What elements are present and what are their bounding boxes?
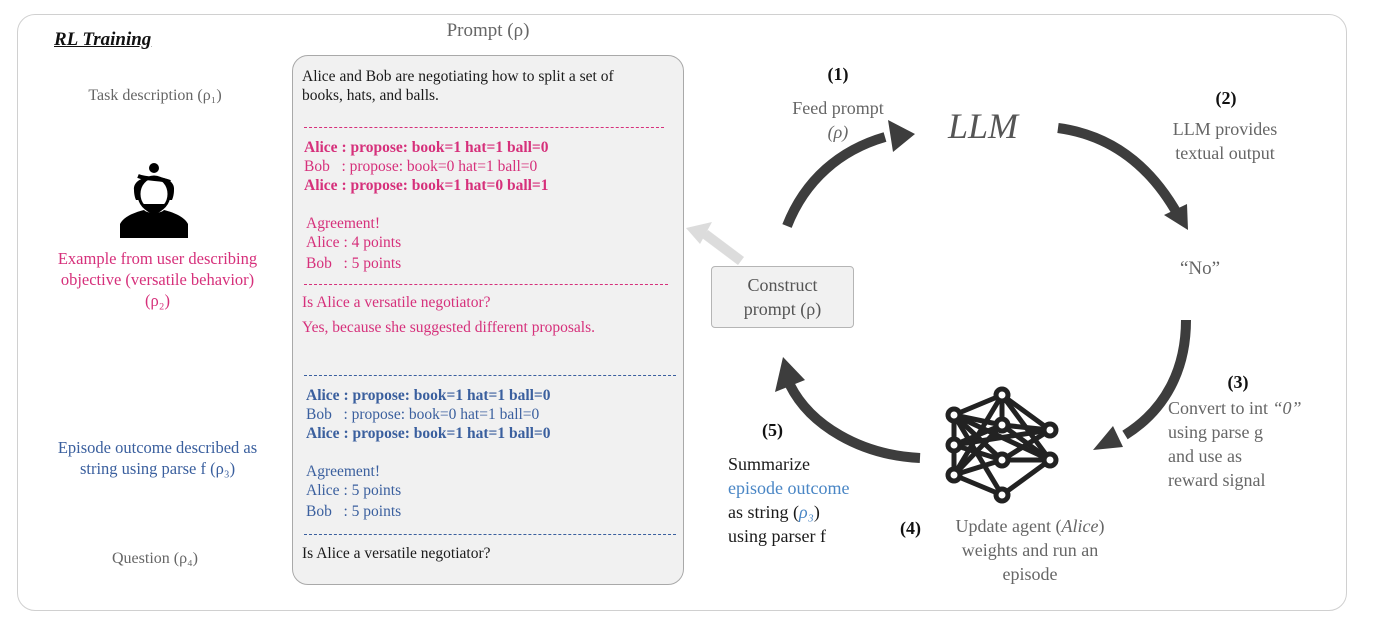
episode-alice-points: Alice : 5 points (306, 482, 402, 499)
diagram-title: RL Training (54, 29, 152, 50)
episode-dialogue-3: Alice : propose: book=1 hat=1 ball=0 (306, 425, 551, 442)
step-5-number: (5) (762, 420, 783, 440)
example-label-line2: objective (versatile behavior) (60, 270, 255, 289)
arrow-construct-to-prompt-head (686, 222, 712, 244)
step-4-line1b: ) (1098, 516, 1105, 536)
step-5-rho: ρ₃ (799, 502, 814, 522)
step-3-line4: reward signal (1168, 470, 1266, 490)
question-label: Question (ρ₄) (112, 550, 198, 567)
blue-divider-top (304, 375, 676, 376)
user-icon (118, 160, 190, 238)
step-2-line2: textual output (1175, 143, 1275, 163)
pink-divider-bottom (304, 284, 668, 285)
task-description-label: Task description (ρ₁) (88, 87, 222, 104)
episode-agreement: Agreement! (306, 463, 381, 480)
task-text-line1: Alice and Bob are negotiating how to spl… (302, 68, 614, 85)
step-4-line3: episode (1002, 564, 1058, 584)
prompt-title: Prompt (ρ) (446, 20, 530, 41)
step-3-line1: Convert to int (1168, 398, 1268, 418)
example-dialogue-1: Alice : propose: book=1 hat=1 ball=0 (304, 139, 549, 156)
step-4-line2: weights and run an (961, 540, 1099, 560)
arrow-feed-prompt (782, 132, 887, 228)
episode-label-line1: Episode outcome described as (57, 438, 258, 457)
step-5-line2: episode outcome (728, 478, 850, 498)
episode-outcome-label: Episode outcome described as string usin… (20, 437, 295, 479)
step-2-number: (2) (1215, 88, 1237, 108)
arrow-summarize (785, 382, 921, 463)
step-2-line1: LLM provides (1172, 119, 1278, 139)
construct-line1: Construct (747, 275, 818, 295)
step-5-line4: using parser f (728, 526, 826, 546)
step-1-line1: Feed prompt (792, 98, 884, 118)
neural-network-icon (940, 385, 1065, 505)
step-1-label: Feed prompt (ρ) (758, 96, 918, 144)
arrow-llm-output (1057, 123, 1183, 218)
prompt-question: Is Alice a versatile negotiator? (302, 545, 491, 562)
arrow-feed-prompt-head (888, 120, 915, 152)
task-text-line2: books, hats, and balls. (302, 87, 439, 104)
step-5-label: Summarize episode outcome as string (ρ₃)… (728, 452, 898, 548)
step-3-line2: using parse g (1168, 422, 1263, 442)
pink-divider-top (304, 127, 664, 128)
llm-output-text: “No” (1179, 258, 1221, 279)
blue-divider-bottom (304, 534, 676, 535)
step-5-line1: Summarize (728, 454, 810, 474)
example-question: Is Alice a versatile negotiator? (302, 294, 491, 311)
construct-line2: prompt (ρ) (743, 299, 822, 319)
example-bob-points: Bob : 5 points (306, 255, 402, 272)
prompt-box (292, 55, 684, 585)
step-2-label: LLM provides textual output (1150, 117, 1300, 165)
step-4-agent: Alice (1061, 516, 1099, 536)
step-4-number: (4) (900, 518, 921, 538)
episode-label-line2: string using parse f (ρ₃) (79, 459, 236, 478)
example-label-line3: (ρ₂) (145, 291, 170, 310)
step-1-number: (1) (827, 64, 849, 84)
step-5-line3b: ) (813, 502, 820, 522)
example-alice-points: Alice : 4 points (306, 234, 402, 251)
llm-label: LLM (948, 106, 1019, 146)
example-answer: Yes, because she suggested different pro… (302, 319, 596, 336)
construct-prompt-box: Construct prompt (ρ) (711, 266, 854, 328)
arrow-summarize-head (775, 357, 805, 392)
step-3-number: (3) (1227, 372, 1249, 392)
step-1-line2: (ρ) (827, 122, 849, 142)
example-label: Example from user describing objective (… (20, 248, 295, 311)
arrow-construct-to-prompt (702, 230, 744, 265)
example-dialogue-3: Alice : propose: book=1 hat=0 ball=1 (304, 177, 549, 194)
example-label-line1: Example from user describing (57, 249, 258, 268)
step-3-value: “0” (1272, 398, 1302, 418)
rl-training-frame (17, 14, 1347, 611)
step-4-line1a: Update agent ( (955, 516, 1062, 536)
example-dialogue-2: Bob : propose: book=0 hat=1 ball=0 (304, 158, 538, 175)
arrow-convert-reward-head (1093, 426, 1123, 450)
step-3-label: Convert to int “0” using parse g and use… (1168, 396, 1348, 492)
episode-bob-points: Bob : 5 points (306, 503, 402, 520)
arrow-convert-reward (1122, 319, 1191, 440)
arrow-llm-output-head (1164, 204, 1188, 230)
episode-dialogue-2: Bob : propose: book=0 hat=1 ball=0 (306, 406, 540, 423)
example-agreement: Agreement! (306, 215, 381, 232)
step-5-line3: as string ( (728, 502, 799, 522)
step-3-line3: and use as (1168, 446, 1242, 466)
episode-dialogue-1: Alice : propose: book=1 hat=1 ball=0 (306, 387, 551, 404)
step-4-label: Update agent (Alice) weights and run an … (935, 514, 1125, 586)
